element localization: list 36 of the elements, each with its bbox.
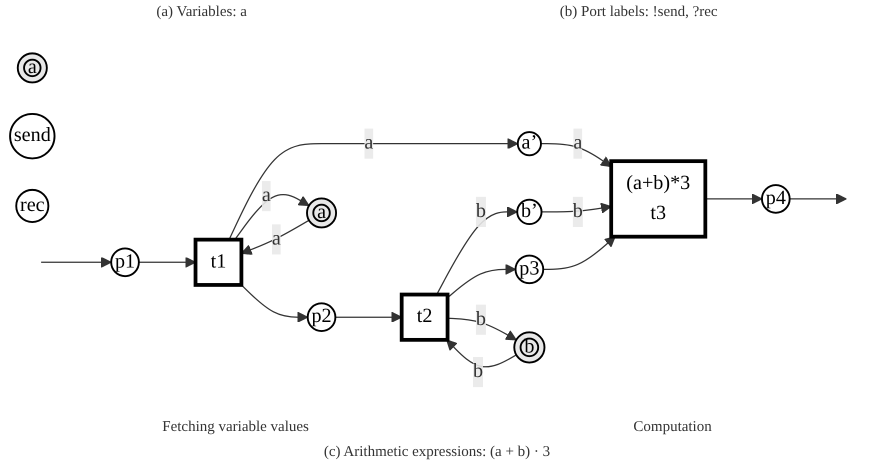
arrow [228,138,518,240]
node-box: t1 [194,238,244,287]
edge-label: b [476,200,486,222]
section-label: Fetching variable values [162,419,309,436]
edge-label: b [572,200,583,222]
node-circle: b’ [516,198,542,225]
arrow [240,284,308,323]
edge-label: a [272,228,281,250]
arrow [436,206,518,295]
arrow [705,193,762,204]
node-circle: p4 [761,184,791,214]
arrow [446,339,517,368]
section-label: Computation [633,419,712,436]
arrow [790,193,847,204]
caption: (c) Arithmetic expressions: (a + b) · 3 [324,444,550,461]
arrow [543,236,616,270]
node-circle: send [9,113,56,160]
panel-caption: (b) Port labels: !send, ?rec [560,4,718,21]
arrow [540,143,612,168]
arrow [41,256,112,268]
node-circle: rec [15,188,50,223]
edge-label: b [472,360,484,382]
panel-caption: (a) Variables: a [156,4,247,21]
node-circle: a’ [516,131,542,156]
node-circle: p2 [306,302,336,332]
node-box: (a+b)*3 t3 [609,159,708,239]
edge-label: b [476,308,486,330]
edge-label: a [573,132,582,154]
node-circle: p1 [110,248,140,278]
node-circle: a [16,52,48,84]
edge-label: a [262,184,271,206]
node-circle: a [306,197,338,228]
arrow [234,194,310,240]
edge-label: a [364,132,374,154]
node-box: t2 [400,292,450,342]
node-circle: p3 [514,254,544,284]
